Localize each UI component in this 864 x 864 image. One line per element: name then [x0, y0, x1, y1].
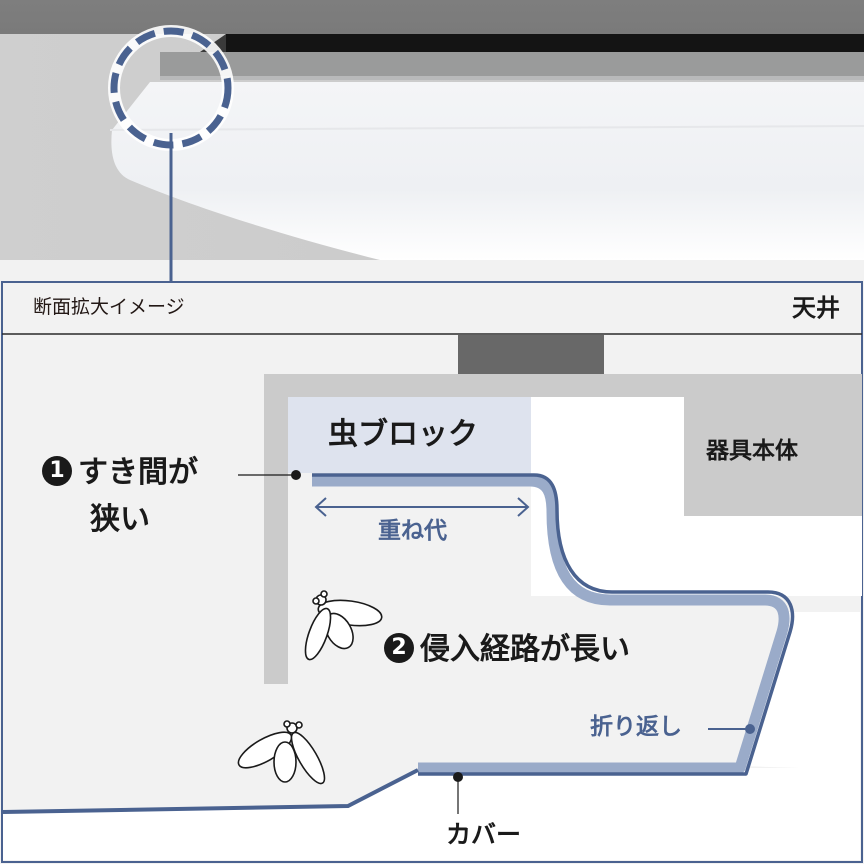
fixture-body-label: 器具本体	[706, 438, 798, 464]
number-badge-2: 2	[384, 632, 414, 663]
point-2-line1: 侵入経路が長い	[420, 632, 630, 667]
panel-title: 断面拡大イメージ	[33, 296, 185, 318]
ceiling-light-photo	[0, 0, 864, 282]
overlap-label: 重ね代	[378, 518, 447, 544]
insect-icon	[237, 720, 326, 785]
point-1-line2: 狭い	[90, 502, 150, 537]
cross-section-panel	[1, 281, 863, 863]
point-1-line1: すき間が	[78, 455, 198, 490]
number-badge-1: 1	[42, 455, 72, 486]
insect-block-label: 虫ブロック	[328, 417, 478, 452]
cover-label: カバー	[446, 820, 522, 849]
fold-back-label: 折り返し	[590, 714, 682, 740]
insect-icon	[304, 590, 383, 661]
ceiling-label: 天井	[792, 294, 840, 322]
